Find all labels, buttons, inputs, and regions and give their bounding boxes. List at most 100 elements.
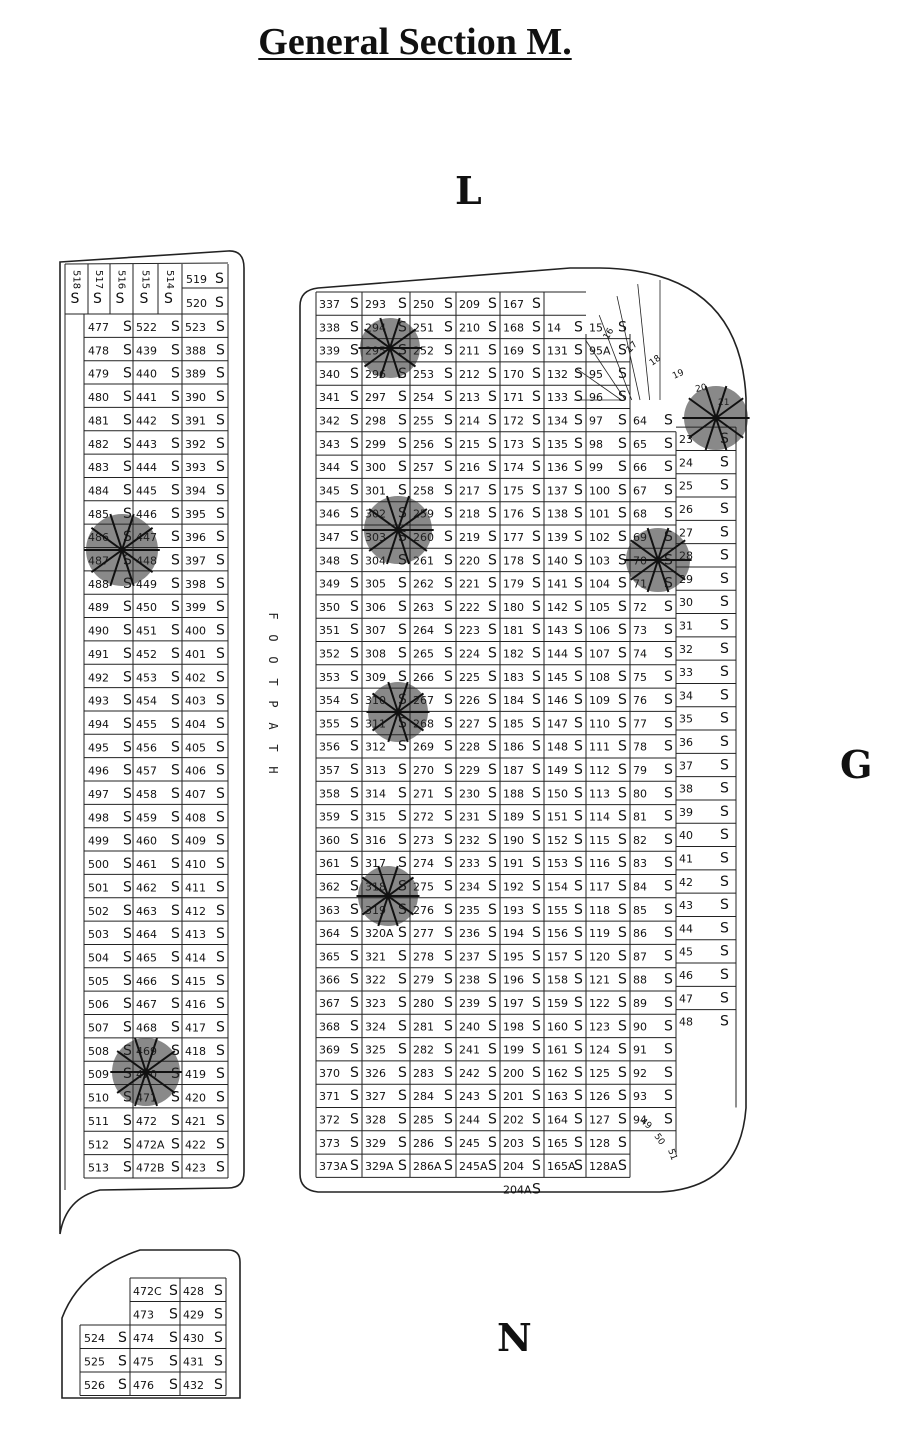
plot-marker-s: S — [444, 1158, 453, 1174]
plot-number: 363 — [319, 904, 340, 917]
plot-number: 466 — [136, 975, 157, 988]
plot-marker-s: S — [574, 459, 583, 475]
plot-number: 388 — [185, 344, 206, 357]
plot-number: 467 — [136, 998, 157, 1011]
plot-marker-s: S — [574, 715, 583, 731]
plot-marker-s: S — [618, 1135, 627, 1151]
plot-number: 402 — [185, 671, 206, 684]
plot-marker-s: S — [720, 874, 729, 890]
plot-marker-s: S — [444, 646, 453, 662]
plot-number: 476 — [133, 1379, 154, 1392]
plot-number: 320A — [365, 927, 394, 940]
plot-marker-s: S — [123, 879, 132, 895]
plot-marker-s: S — [216, 319, 225, 335]
plot-marker-s: S — [720, 990, 729, 1006]
plot-number: 250 — [413, 298, 434, 311]
plot-marker-s: S — [350, 552, 359, 568]
plot-number: 356 — [319, 741, 340, 754]
plot-number: 432 — [183, 1379, 204, 1392]
plot-marker-s: S — [664, 692, 673, 708]
plot-number: 237 — [459, 950, 480, 963]
plot-number: 97 — [589, 415, 603, 428]
plot-marker-s: S — [488, 809, 497, 825]
plot-number: 354 — [319, 694, 340, 707]
compass-south-label: N — [497, 1315, 532, 1360]
plot-marker-s: S — [488, 366, 497, 382]
plot-number: 85 — [633, 904, 647, 917]
plot-marker-s: S — [532, 879, 541, 895]
plot-marker-s: S — [664, 413, 673, 429]
plot-number: 232 — [459, 834, 480, 847]
plot-number: 79 — [633, 764, 647, 777]
plot-marker-s: S — [720, 781, 729, 797]
plot-number: 423 — [185, 1162, 206, 1175]
plot-marker-s: S — [488, 529, 497, 545]
plot-marker-s: S — [118, 1377, 127, 1393]
plot-number: 420 — [185, 1092, 206, 1105]
plot-marker-s: S — [664, 459, 673, 475]
plot-number: 115 — [589, 834, 610, 847]
plot-number: 68 — [633, 508, 647, 521]
plot-marker-s: S — [444, 343, 453, 359]
plot-marker-s: S — [488, 879, 497, 895]
plot-number: 442 — [136, 414, 157, 427]
plot-number: 269 — [413, 741, 434, 754]
plot-marker-s: S — [444, 1042, 453, 1058]
plot-number: 159 — [547, 997, 568, 1010]
plot-number: 484 — [88, 484, 109, 497]
plot-marker-s: S — [214, 1330, 223, 1346]
plot-number: 40 — [679, 829, 693, 842]
plot-number: 204 — [503, 1160, 524, 1173]
plot-marker-s: S — [444, 925, 453, 941]
plot-number: 352 — [319, 648, 340, 661]
plot-number: 64 — [633, 415, 647, 428]
plot-number: 217 — [459, 484, 480, 497]
plot-marker-s: S — [720, 594, 729, 610]
plot-marker-s: S — [488, 902, 497, 918]
plot-number: 520 — [186, 297, 207, 310]
plot-marker-s: S — [123, 973, 132, 989]
plot-marker-s: S — [123, 903, 132, 919]
plot-marker-s: S — [720, 851, 729, 867]
plot-number: 449 — [136, 578, 157, 591]
plot-number: 349 — [319, 578, 340, 591]
plot-number: 109 — [589, 694, 610, 707]
plot-number: 285 — [413, 1114, 434, 1127]
plot-marker-s: S — [720, 944, 729, 960]
plot-number: 72 — [633, 601, 647, 614]
plot-number: 111 — [589, 741, 610, 754]
plot-number: 274 — [413, 857, 434, 870]
plot-marker-s: S — [216, 342, 225, 358]
plot-number: 313 — [365, 764, 386, 777]
plot-marker-s: S — [123, 459, 132, 475]
plot-number: 141 — [547, 578, 568, 591]
plot-number: 242 — [459, 1067, 480, 1080]
plot-marker-s: S — [532, 855, 541, 871]
plot-number: 87 — [633, 950, 647, 963]
plot-number: 511 — [88, 1115, 109, 1128]
plot-number: 174 — [503, 461, 524, 474]
plot-marker-s: S — [574, 902, 583, 918]
plot-number: 446 — [136, 508, 157, 521]
plot-number: 293 — [365, 298, 386, 311]
plot-marker-s: S — [171, 1020, 180, 1036]
plot-marker-s: S — [214, 1283, 223, 1299]
plot-marker-s: S — [444, 482, 453, 498]
plot-number: 119 — [589, 927, 610, 940]
plot-number: 24 — [679, 456, 693, 469]
plot-marker-s: S — [618, 576, 627, 592]
plot-marker-s: S — [350, 1042, 359, 1058]
plot-number: 215 — [459, 438, 480, 451]
plot-marker-s: S — [664, 669, 673, 685]
plot-number: 228 — [459, 741, 480, 754]
plot-number: 199 — [503, 1044, 524, 1057]
section-outlines — [59, 250, 747, 1399]
plot-marker-s: S — [171, 716, 180, 732]
plot-marker-s: S — [216, 903, 225, 919]
plot-marker-s: S — [574, 669, 583, 685]
plot-marker-s: S — [350, 599, 359, 615]
plot-marker-s: S — [123, 996, 132, 1012]
plot-marker-s: S — [444, 319, 453, 335]
plot-marker-s: S — [664, 739, 673, 755]
plot-marker-s: S — [488, 389, 497, 405]
